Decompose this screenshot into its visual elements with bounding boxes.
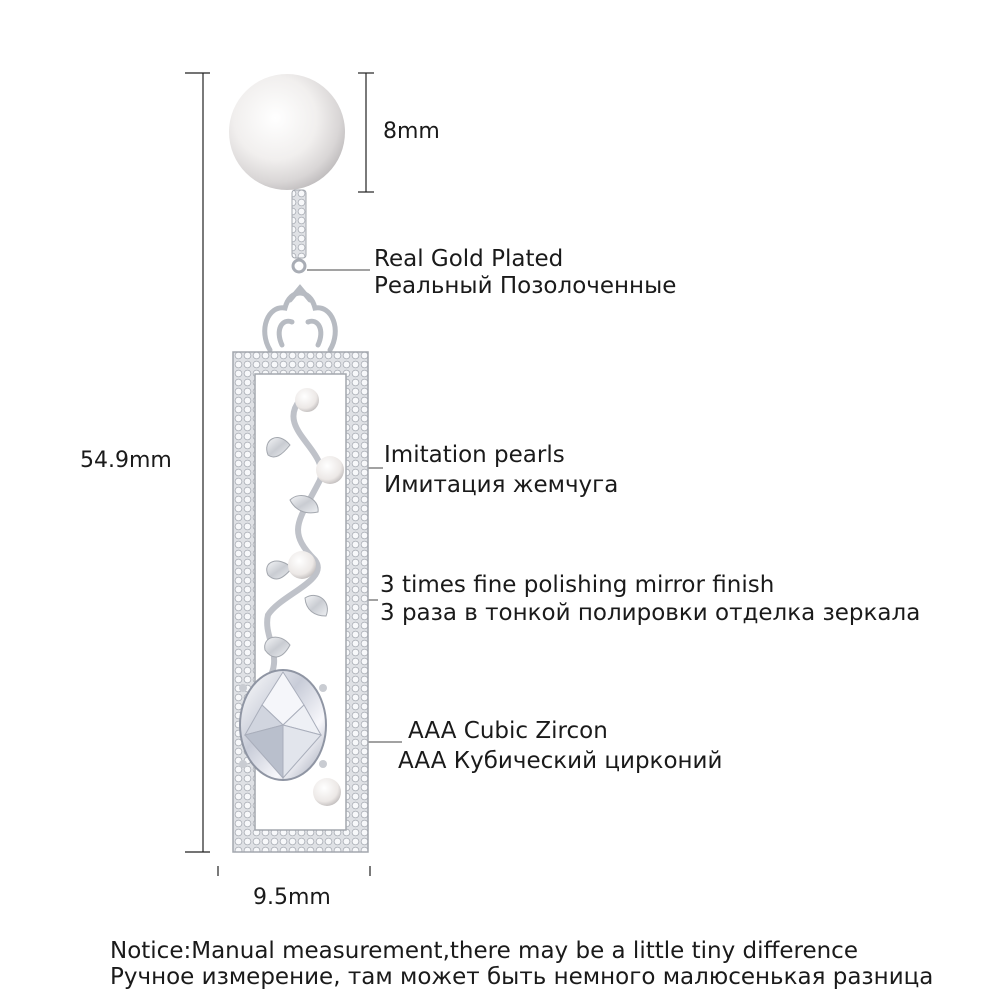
plating-label-ru: Реальный Позолоченные [374, 273, 677, 299]
stone-label-en: AAA Cubic Zircon [408, 718, 608, 744]
finish-label-en: 3 times fine polishing mirror finish [380, 572, 775, 598]
finish-label-ru: 3 раза в тонкой полировки отделка зеркал… [380, 600, 921, 626]
plating-label-en: Real Gold Plated [374, 246, 564, 272]
pave-frame [232, 351, 369, 853]
total-length-label: 54.9mm [80, 448, 172, 473]
big-pearl [229, 74, 345, 190]
crown-ornament [262, 284, 338, 353]
cubic-zircon-stone [239, 669, 327, 781]
pearls-label-en: Imitation pearls [384, 442, 565, 468]
notice-ru: Ручное измерение, там может быть немного… [110, 964, 934, 990]
small-pearls [288, 388, 344, 806]
pearl-size-label: 8mm [383, 119, 440, 144]
stone-label-ru: AAA Кубический цирконий [398, 748, 723, 774]
pearls-label-ru: Имитация жемчуга [384, 472, 619, 498]
notice-en: Notice:Manual measurement,there may be a… [110, 938, 858, 964]
dimension-lines [185, 72, 374, 876]
connector-bar [291, 189, 307, 259]
width-label: 9.5mm [253, 885, 331, 910]
